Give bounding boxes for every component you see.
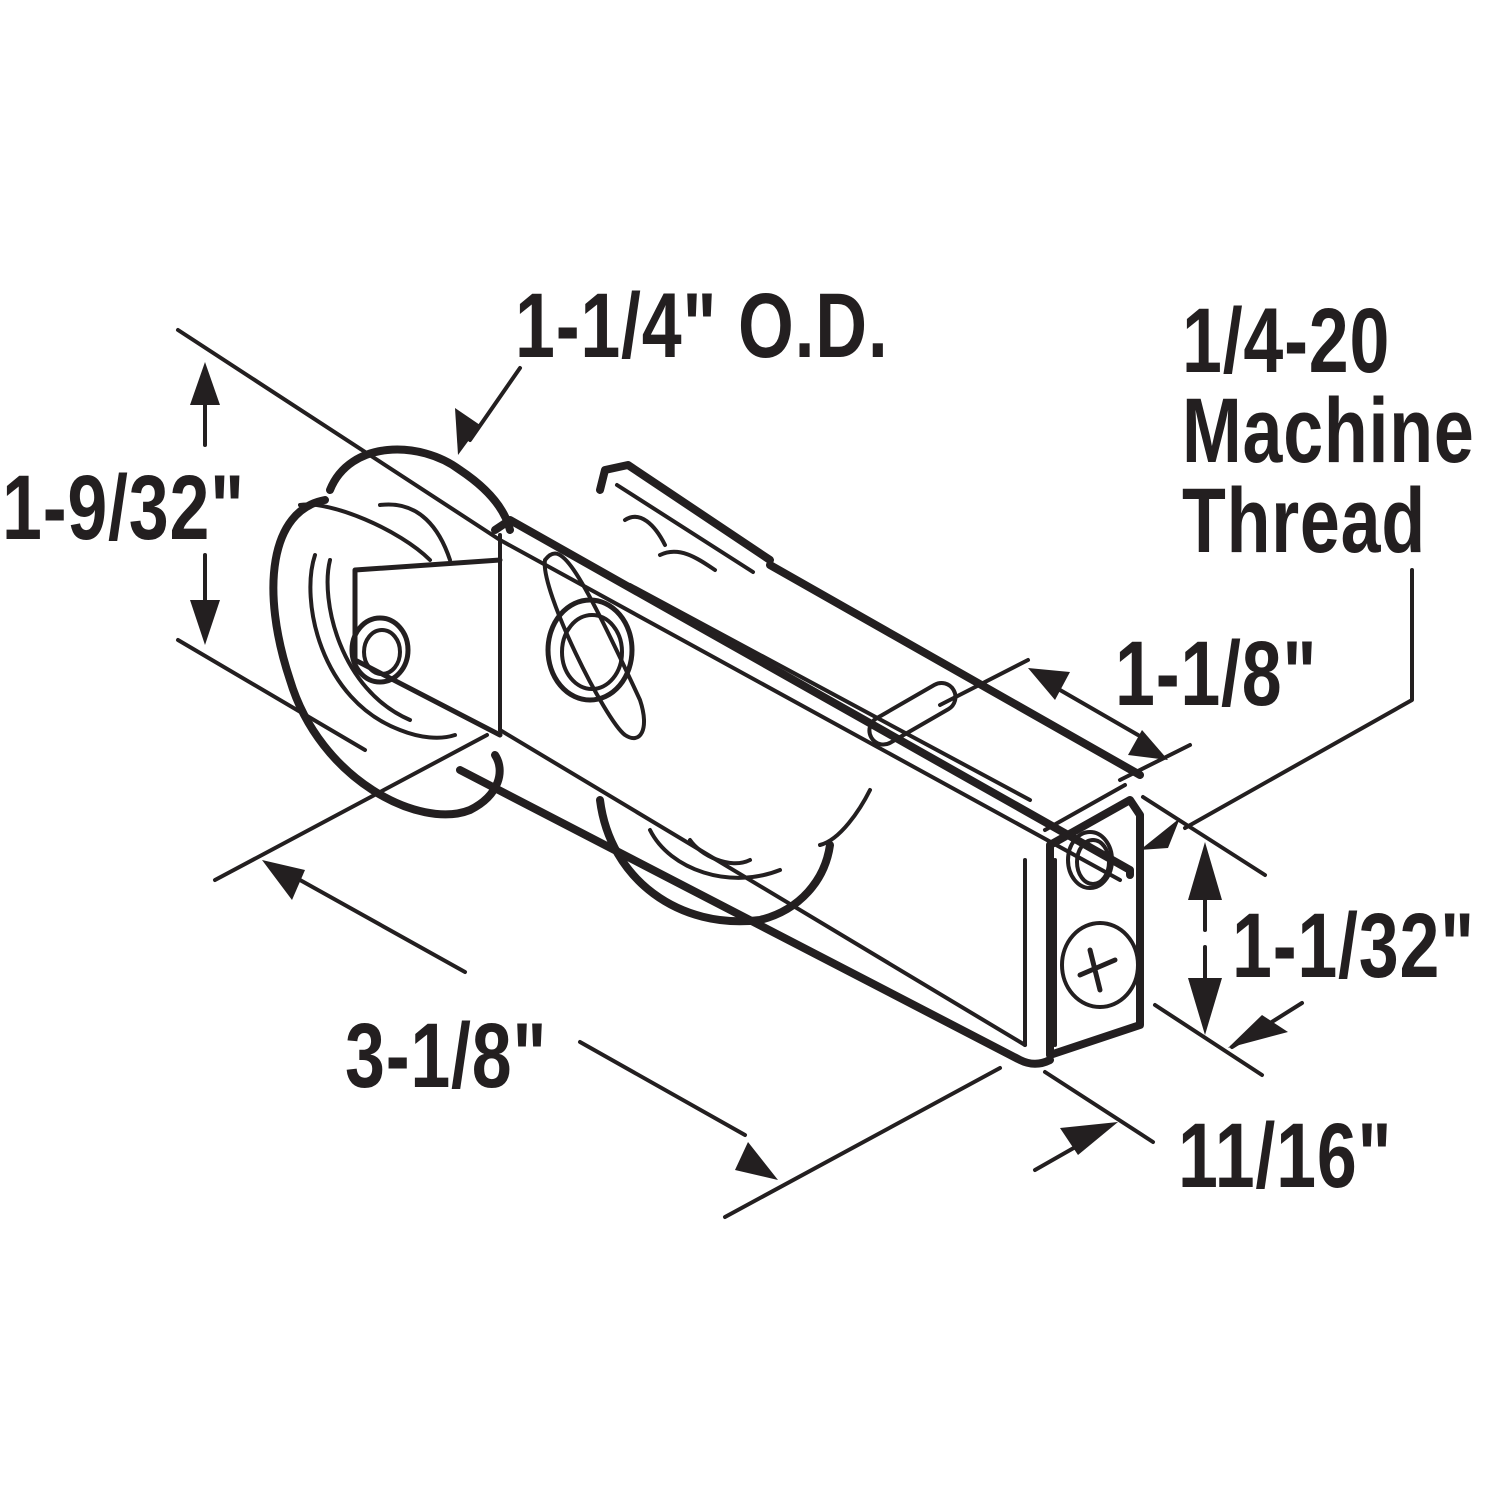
overall-length-label: 3-1/8" <box>345 1005 548 1107</box>
housing <box>349 461 1144 1068</box>
housing-height-label: 1-1/32" <box>1232 895 1475 997</box>
overall-height-label: 1-9/32" <box>2 457 245 559</box>
wheel-od-label: 1-1/4" O.D. <box>515 275 889 377</box>
thread-callout-line2: Machine <box>1182 380 1475 482</box>
thread-callout-line1: 1/4-20 <box>1182 290 1391 392</box>
adjust-length-label: 1-1/8" <box>1115 623 1318 725</box>
housing-width-label: 11/16" <box>1178 1105 1393 1207</box>
thread-callout-line3: Thread <box>1182 470 1426 572</box>
dimension-lines <box>176 328 1414 1219</box>
wheels <box>269 445 872 926</box>
